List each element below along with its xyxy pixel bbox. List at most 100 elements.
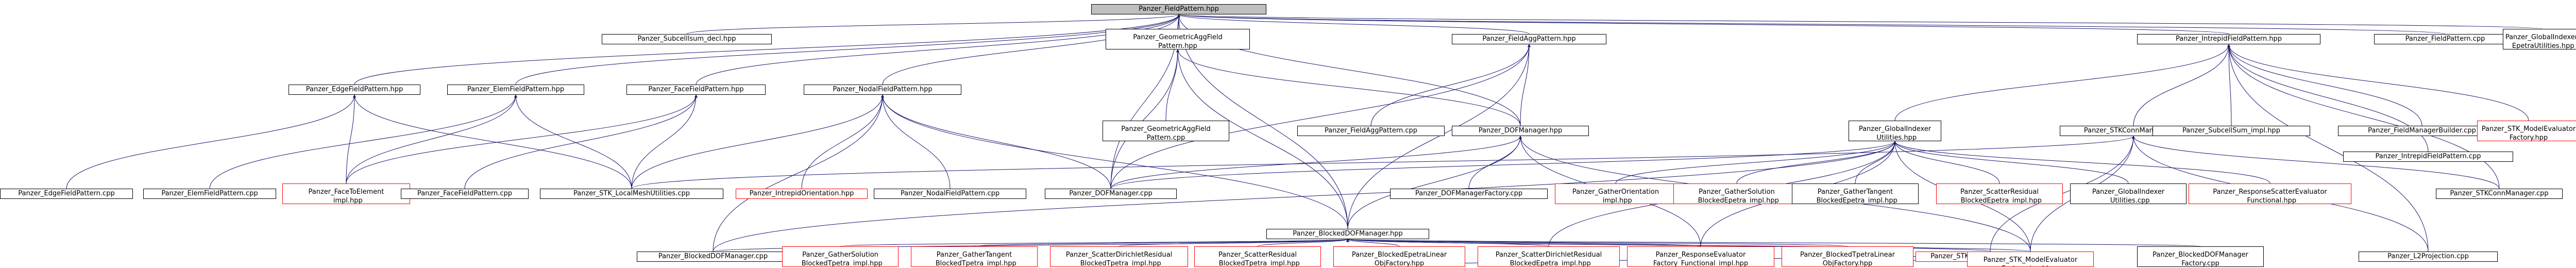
edge-n14-n27 [1110,141,1896,189]
node-n43[interactable]: Panzer_ScatterDirichletResidual_BlockedE… [1478,246,1620,267]
node-label: Panzer_STKConnManager.cpp [2450,190,2549,197]
node-n7[interactable]: Panzer_EdgeFieldPattern.hpp [289,85,420,95]
node-label: Panzer_GlobalIndexer [1858,125,1931,133]
node-label: _impl.hpp [1599,197,1632,204]
node-n12[interactable]: Panzer_FieldAggPattern.cpp [1297,126,1445,136]
node-label: Panzer_FieldManagerBuilder.cpp [2368,127,2476,135]
edge-n0-n5 [1177,14,2446,35]
node-label: Panzer_GatherTangent [1817,188,1893,196]
edge-n14-n30 [1736,141,1896,184]
node-n3[interactable]: Panzer_FieldAggPattern.hpp [1452,34,1606,44]
node-n40[interactable]: Panzer_ScatterDirichletResidual_BlockedT… [1050,246,1188,267]
node-n27[interactable]: Panzer_DOFManager.cpp [1045,189,1177,199]
node-n32[interactable]: Panzer_ScatterResidual_BlockedEpetra_imp… [1936,183,2063,204]
edge-n9-n22 [346,94,698,184]
edge-n0-n7 [354,14,1180,85]
node-n31[interactable]: Panzer_GatherTangent_BlockedEpetra_impl.… [1792,183,1919,204]
node-n48[interactable]: Panzer_STK_ModelEvaluatorFactory_impl.hp… [1967,252,2094,267]
node-n5[interactable]: Panzer_FieldPattern.cpp [2374,34,2516,44]
node-n19[interactable]: Panzer_IntrepidFieldPattern.cpp [2343,152,2513,162]
node-n21[interactable]: Panzer_ElemFieldPattern.cpp [143,189,276,199]
node-n28[interactable]: Panzer_DOFManagerFactory.cpp [1390,189,1548,199]
node-n9[interactable]: Panzer_FaceFieldPattern.hpp [626,85,766,95]
node-n20[interactable]: Panzer_EdgeFieldPattern.cpp [0,189,133,199]
edge-n0-n8 [515,14,1180,85]
node-n38[interactable]: Panzer_GatherSolution_BlockedTpetra_impl… [782,246,899,267]
edge-n15-n24 [631,136,2135,189]
node-n26[interactable]: Panzer_NodalFieldPattern.cpp [874,189,1026,199]
node-label: Pattern.cpp [1146,134,1185,141]
node-n41[interactable]: Panzer_ScatterResidual_BlockedTpetra_imp… [1194,246,1321,267]
node-n33[interactable]: Panzer_GlobalIndexer_Utilities.cpp [2070,183,2187,204]
node-label: Panzer_IntrepidFieldPattern.hpp [2175,35,2282,43]
edge-n10-n37 [713,94,884,252]
node-label: ObjFactory.hpp [1374,260,1425,267]
node-n49[interactable]: Panzer_L2Projection.cpp [2359,252,2498,262]
node-label: Panzer_GatherSolution [802,251,878,259]
node-n4[interactable]: Panzer_IntrepidFieldPattern.hpp [2137,34,2320,44]
edge-n10-n26 [881,94,951,189]
node-label: Panzer_SubcellSum_impl.hpp [2182,127,2280,135]
node-n6[interactable]: Panzer_GlobalIndexer_EpetraUtilities.hpp [2503,29,2576,49]
node-n16[interactable]: Panzer_SubcellSum_impl.hpp [2153,126,2310,136]
node-label: Panzer_GlobalIndexer [2505,34,2576,41]
node-n24[interactable]: Panzer_STK_LocalMeshUtilities.cpp [540,189,723,199]
node-n35[interactable]: Panzer_STKConnManager.cpp [2436,189,2563,199]
node-label: Factory_impl.hpp [1968,265,2093,266]
node-label: Pattern.hpp [1158,42,1197,49]
node-n23[interactable]: Panzer_FaceFieldPattern.cpp [401,189,529,199]
edge-n4-n16 [2227,44,2232,126]
node-n17[interactable]: Panzer_FieldManagerBuilder.cpp [2338,126,2506,136]
edge-n36-n40 [1118,239,1349,247]
node-n34[interactable]: Panzer_ResponseScatterEvaluator_Function… [2189,183,2351,204]
node-n1[interactable]: Panzer_Subcelllsum_decl.hpp [602,34,772,44]
edge-n9-n24 [631,94,698,189]
node-label: _Utilities.cpp [2107,197,2150,204]
node-label: Panzer_ScatterDirichletResidual [1065,251,1173,259]
edge-layer [66,14,2542,267]
edge-n36-n47 [1347,239,2201,247]
node-n36[interactable]: Panzer_BlockedDOFManager.hpp [1266,229,1429,239]
node-label: Panzer_ScatterResidual [1960,188,2039,196]
edge-n0-n6 [1178,14,2542,29]
edge-n8-n21 [209,94,517,189]
node-n39[interactable]: Panzer_GatherTangent_BlockedTpetra_impl.… [911,246,1038,267]
edge-n0-n4 [1177,14,2229,35]
node-label: _Utilities.hpp [1873,134,1917,141]
edge-n14-n37 [713,141,1896,252]
node-n14[interactable]: Panzer_GlobalIndexer_Utilities.hpp [1849,121,1941,141]
edge-n36-n39 [974,239,1349,247]
node-label: Panzer_IntrepidOrientation.hpp [749,190,854,197]
node-n13[interactable]: Panzer_DOFManager.hpp [1452,126,1589,136]
node-n29[interactable]: Panzer_GatherOrientation_impl.hpp [1555,183,1676,204]
node-n8[interactable]: Panzer_ElemFieldPattern.hpp [447,85,584,95]
node-label: Panzer_FaceFieldPattern.hpp [648,86,744,93]
node-label: _BlockedEpetra_impl.hpp [1957,197,2042,204]
node-label: Panzer_FieldAggPattern.hpp [1482,35,1576,43]
edge-n14-n29 [1615,141,1896,184]
node-n22[interactable]: Panzer_FaceToElement_impl.hpp [282,183,410,204]
node-n30[interactable]: Panzer_GatherSolution_BlockedEpetra_impl… [1673,183,1800,204]
node-n10[interactable]: Panzer_NodalFieldPattern.hpp [804,85,961,95]
node-n37[interactable]: Panzer_BlockedDOFManager.cpp [637,252,789,262]
node-label: Panzer_Subcelllsum_decl.hpp [637,35,736,43]
edge-n4-n14 [1894,44,2230,121]
edge-n10-n36 [881,94,1348,229]
node-label: Panzer_GeometricAggField [1121,125,1211,133]
node-n25[interactable]: Panzer_IntrepidOrientation.hpp [736,189,868,199]
edge-n9-n23 [464,94,698,189]
edge-n0-n9 [696,14,1180,85]
node-label: _BlockedTpetra_impl.hpp [1077,260,1161,267]
edge-n7-n20 [66,94,356,189]
edge-n2-n27 [1110,49,1179,189]
node-label: Panzer_NodalFieldPattern.cpp [900,190,1000,197]
node-label: Panzer_IntrepidFieldPattern.cpp [2375,153,2481,160]
node-label: _BlockedTpetra_impl.hpp [798,260,883,267]
